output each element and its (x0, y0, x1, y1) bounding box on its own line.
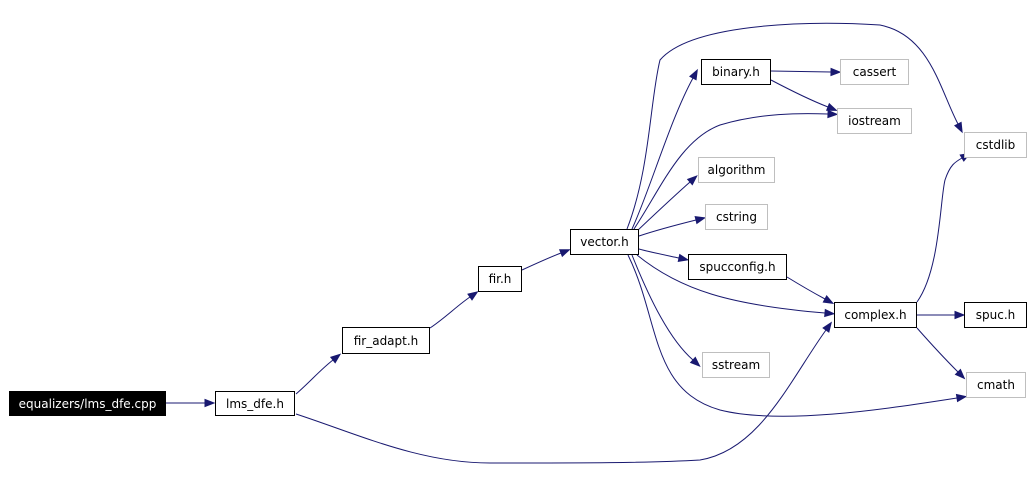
arrowhead-vector_h-to-spucconfig_h (677, 253, 690, 263)
arrowhead-vector_h-to-cstdlib (954, 121, 963, 134)
arrowhead-vector_h-to-cmath (955, 393, 968, 403)
arrowhead-complex_h-to-cmath (954, 368, 966, 380)
arrowhead-lms_dfe_h-to-fir_adapt_h (329, 353, 342, 364)
arrowhead-vector_h-to-complex_h (824, 308, 836, 318)
node-spucconfig-h[interactable]: spucconfig.h (688, 254, 787, 280)
edge-spucconfig_h-to-complex_h (786, 276, 826, 300)
node-spuc-h[interactable]: spuc.h (964, 302, 1027, 328)
edge-vector_h-to-algorithm (636, 181, 691, 232)
arrowhead-binary_h-to-cassert (830, 67, 842, 77)
node-cmath[interactable]: cmath (966, 372, 1026, 398)
edge-vector_h-to-cstring (638, 219, 697, 237)
edge-binary_h-to-iostream (770, 79, 829, 108)
arrowhead-lms_dfe_cpp-to-lms_dfe_h (204, 398, 216, 408)
arrowhead-lms_dfe_h-to-complex_h (822, 321, 833, 333)
edge-vector_h-to-iostream (633, 113, 829, 230)
arrowhead-vector_h-to-iostream (827, 109, 839, 119)
arrowhead-vector_h-to-cstring (694, 216, 707, 225)
edge-binary_h-to-cassert (770, 70, 832, 73)
node-iostream[interactable]: iostream (837, 108, 912, 134)
arrowhead-fir_adapt_h-to-fir_h (467, 291, 479, 301)
node-cstring[interactable]: cstring (705, 204, 768, 230)
edge-vector_h-to-cmath (627, 254, 958, 417)
arrowhead-spucconfig_h-to-complex_h (822, 295, 835, 304)
node-algorithm[interactable]: algorithm (698, 157, 775, 183)
edge-lms_dfe_h-to-fir_adapt_h (295, 359, 334, 395)
node-complex-h[interactable]: complex.h (834, 302, 917, 328)
arrowhead-vector_h-to-algorithm (686, 175, 698, 186)
edge-vector_h-to-complex_h (636, 254, 826, 314)
node-fir-h[interactable]: fir.h (478, 266, 522, 292)
edge-vector_h-to-cstdlib (626, 22, 959, 230)
edge-vector_h-to-spucconfig_h (638, 248, 680, 259)
arrowhead-vector_h-to-binary_h (689, 68, 698, 81)
edge-complex_h-to-cstdlib (916, 157, 963, 303)
node-cstdlib[interactable]: cstdlib (964, 132, 1027, 158)
node-lms-dfe-cpp[interactable]: equalizers/lms_dfe.cpp (9, 391, 166, 416)
arrowhead-fir_h-to-vector_h (558, 249, 571, 258)
edge-fir_adapt_h-to-fir_h (429, 296, 471, 329)
edge-vector_h-to-binary_h (631, 77, 694, 230)
node-cassert[interactable]: cassert (840, 59, 909, 85)
arrowhead-complex_h-to-spuc_h (954, 310, 966, 320)
edge-vector_h-to-sstream (631, 254, 694, 361)
node-vector-h[interactable]: vector.h (570, 229, 639, 255)
arrowhead-vector_h-to-sstream (689, 356, 701, 367)
node-lms-dfe-h[interactable]: lms_dfe.h (215, 391, 295, 416)
node-sstream[interactable]: sstream (702, 352, 770, 378)
arrowhead-binary_h-to-iostream (825, 102, 838, 111)
edge-complex_h-to-cmath (916, 327, 959, 373)
node-binary-h[interactable]: binary.h (701, 59, 771, 85)
edge-fir_h-to-vector_h (521, 252, 562, 271)
edge-lms_dfe_h-to-complex_h (295, 329, 827, 464)
node-fir-adapt-h[interactable]: fir_adapt.h (342, 327, 430, 354)
